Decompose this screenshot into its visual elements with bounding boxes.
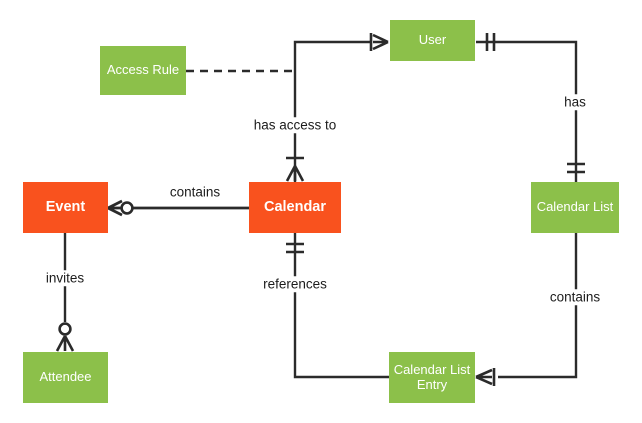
connector-user-has-access-to-calendar (285, 33, 389, 182)
entity-label-calendar-list-entry: Calendar List Entry (393, 361, 471, 392)
connector-user-has-calendar-list (476, 33, 585, 182)
entity-label-calendar-list: Calendar List (536, 199, 614, 215)
entity-label-user: User (418, 32, 447, 48)
entity-user[interactable]: User (390, 20, 475, 61)
connector-event-invites-attendee (55, 233, 75, 352)
edge-label-references: references (260, 276, 330, 292)
entity-calendar-list-entry[interactable]: Calendar List Entry (389, 352, 475, 403)
entity-label-calendar: Calendar (263, 199, 327, 216)
entity-calendar-list[interactable]: Calendar List (531, 182, 619, 233)
connector-calendar-list-contains-entry (475, 233, 578, 386)
entity-label-event: Event (45, 199, 86, 216)
entity-attendee[interactable]: Attendee (23, 352, 108, 403)
edge-label-contains-event-calendar: contains (166, 184, 224, 200)
entity-calendar[interactable]: Calendar (249, 182, 341, 233)
entity-event[interactable]: Event (23, 182, 108, 233)
edge-label-has: has (561, 94, 589, 110)
connector-event-contains-calendar (107, 199, 249, 217)
entity-label-attendee: Attendee (39, 369, 92, 385)
entity-access-rule[interactable]: Access Rule (100, 46, 186, 95)
connector-calendar-references-entry (286, 233, 389, 379)
edge-label-has-access-to: has access to (250, 117, 340, 133)
edge-label-contains-calendar-list-entry: contains (546, 289, 604, 305)
entity-label-access-rule: Access Rule (106, 62, 180, 78)
edge-label-invites: invites (42, 270, 88, 286)
